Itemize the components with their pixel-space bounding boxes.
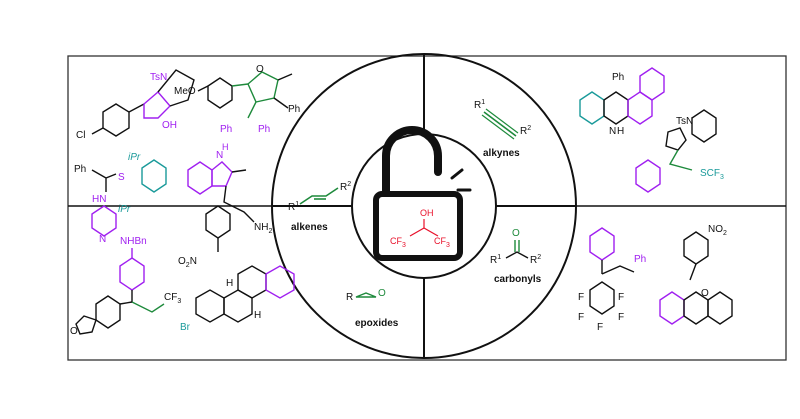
svg-text:Ph: Ph: [220, 124, 232, 135]
substrate-wheel: [68, 53, 786, 359]
svg-text:R1: R1: [490, 254, 501, 266]
svg-text:R2: R2: [520, 125, 531, 137]
svg-text:O: O: [701, 288, 709, 299]
carbonyls-substrate: O R1 R2 carbonyls: [490, 228, 542, 285]
svg-text:Br: Br: [180, 322, 191, 333]
epoxides-label: epoxides: [355, 318, 399, 329]
indole-scf3-structure: TsN SCF3: [635, 109, 724, 193]
svg-text:OH: OH: [162, 120, 177, 131]
tetrahydrofuran-structure: MeO O Ph Ph Ph: [174, 64, 300, 135]
svg-text:NHBn: NHBn: [120, 236, 147, 247]
svg-text:R2: R2: [340, 181, 351, 193]
figure-frame: [67, 55, 787, 361]
lock-cf3-left: CF: [390, 236, 402, 246]
svg-text:O2N: O2N: [178, 256, 197, 269]
svg-text:Ph: Ph: [258, 124, 270, 135]
svg-text:F: F: [578, 312, 584, 323]
acridine-structure: Ph N H: [579, 67, 665, 137]
svg-text:N: N: [216, 150, 223, 161]
svg-text:O: O: [378, 288, 386, 299]
unlocked-padlock-icon: OH CF3 CF3: [373, 126, 472, 261]
svg-text:O: O: [70, 326, 78, 337]
epoxides-substrate: R O epoxides: [346, 288, 399, 329]
svg-text:NO2: NO2: [708, 224, 727, 237]
svg-text:H: H: [254, 310, 261, 321]
pentafluoro-structure: Ph F F F F F: [578, 227, 646, 333]
alkynes-label: alkynes: [483, 148, 520, 159]
svg-text:F: F: [597, 322, 603, 333]
svg-text:SCF3: SCF3: [700, 168, 724, 181]
svg-text:F: F: [618, 312, 624, 323]
lock-oh-label: OH: [420, 208, 434, 218]
svg-text:MeO: MeO: [174, 86, 196, 97]
svg-text:F: F: [618, 292, 624, 303]
pyrrolidine-structure: TsN OH Cl: [76, 69, 195, 141]
svg-text:CF3: CF3: [434, 236, 450, 249]
svg-text:F: F: [578, 292, 584, 303]
svg-text:R1: R1: [288, 201, 299, 213]
svg-text:O: O: [256, 64, 264, 75]
lock-cf3-right: CF: [434, 236, 446, 246]
svg-text:TsN: TsN: [676, 116, 693, 127]
thioether-structure: iPr S iPr Ph HN N: [74, 152, 167, 245]
svg-text:R2: R2: [530, 254, 541, 266]
svg-text:H: H: [222, 142, 229, 152]
svg-text:R: R: [346, 292, 353, 303]
svg-text:CF3: CF3: [390, 236, 406, 249]
svg-text:R1: R1: [474, 99, 485, 111]
steroid-structure: Br H H: [180, 265, 295, 333]
svg-text:Ph: Ph: [612, 72, 624, 83]
svg-text:TsN: TsN: [150, 72, 167, 83]
alkenes-label: alkenes: [291, 222, 328, 233]
svg-text:H: H: [617, 126, 624, 137]
svg-text:Ph: Ph: [634, 254, 646, 265]
svg-text:NH2: NH2: [254, 222, 272, 235]
svg-text:N: N: [99, 234, 106, 245]
svg-text:iPr: iPr: [128, 152, 141, 163]
svg-text:HN: HN: [92, 194, 106, 205]
alkenes-substrate: R1 R2 alkenes: [288, 181, 351, 233]
svg-text:H: H: [226, 278, 233, 289]
alkynes-substrate: R1 R2 alkynes: [474, 99, 531, 159]
aniline-structure: NHBn CF3 O: [70, 236, 181, 337]
indole-structure: N H NH2 O2N: [178, 142, 272, 269]
carbonyls-label: carbonyls: [494, 274, 542, 285]
svg-text:O: O: [512, 228, 520, 239]
svg-text:N: N: [609, 126, 616, 137]
chromane-structure: NO2 O: [659, 224, 733, 325]
svg-text:iPr: iPr: [118, 204, 131, 215]
svg-text:Ph: Ph: [288, 104, 300, 115]
svg-text:CF3: CF3: [164, 292, 181, 305]
svg-text:S: S: [118, 172, 125, 183]
svg-text:Cl: Cl: [76, 130, 85, 141]
svg-text:Ph: Ph: [74, 164, 86, 175]
